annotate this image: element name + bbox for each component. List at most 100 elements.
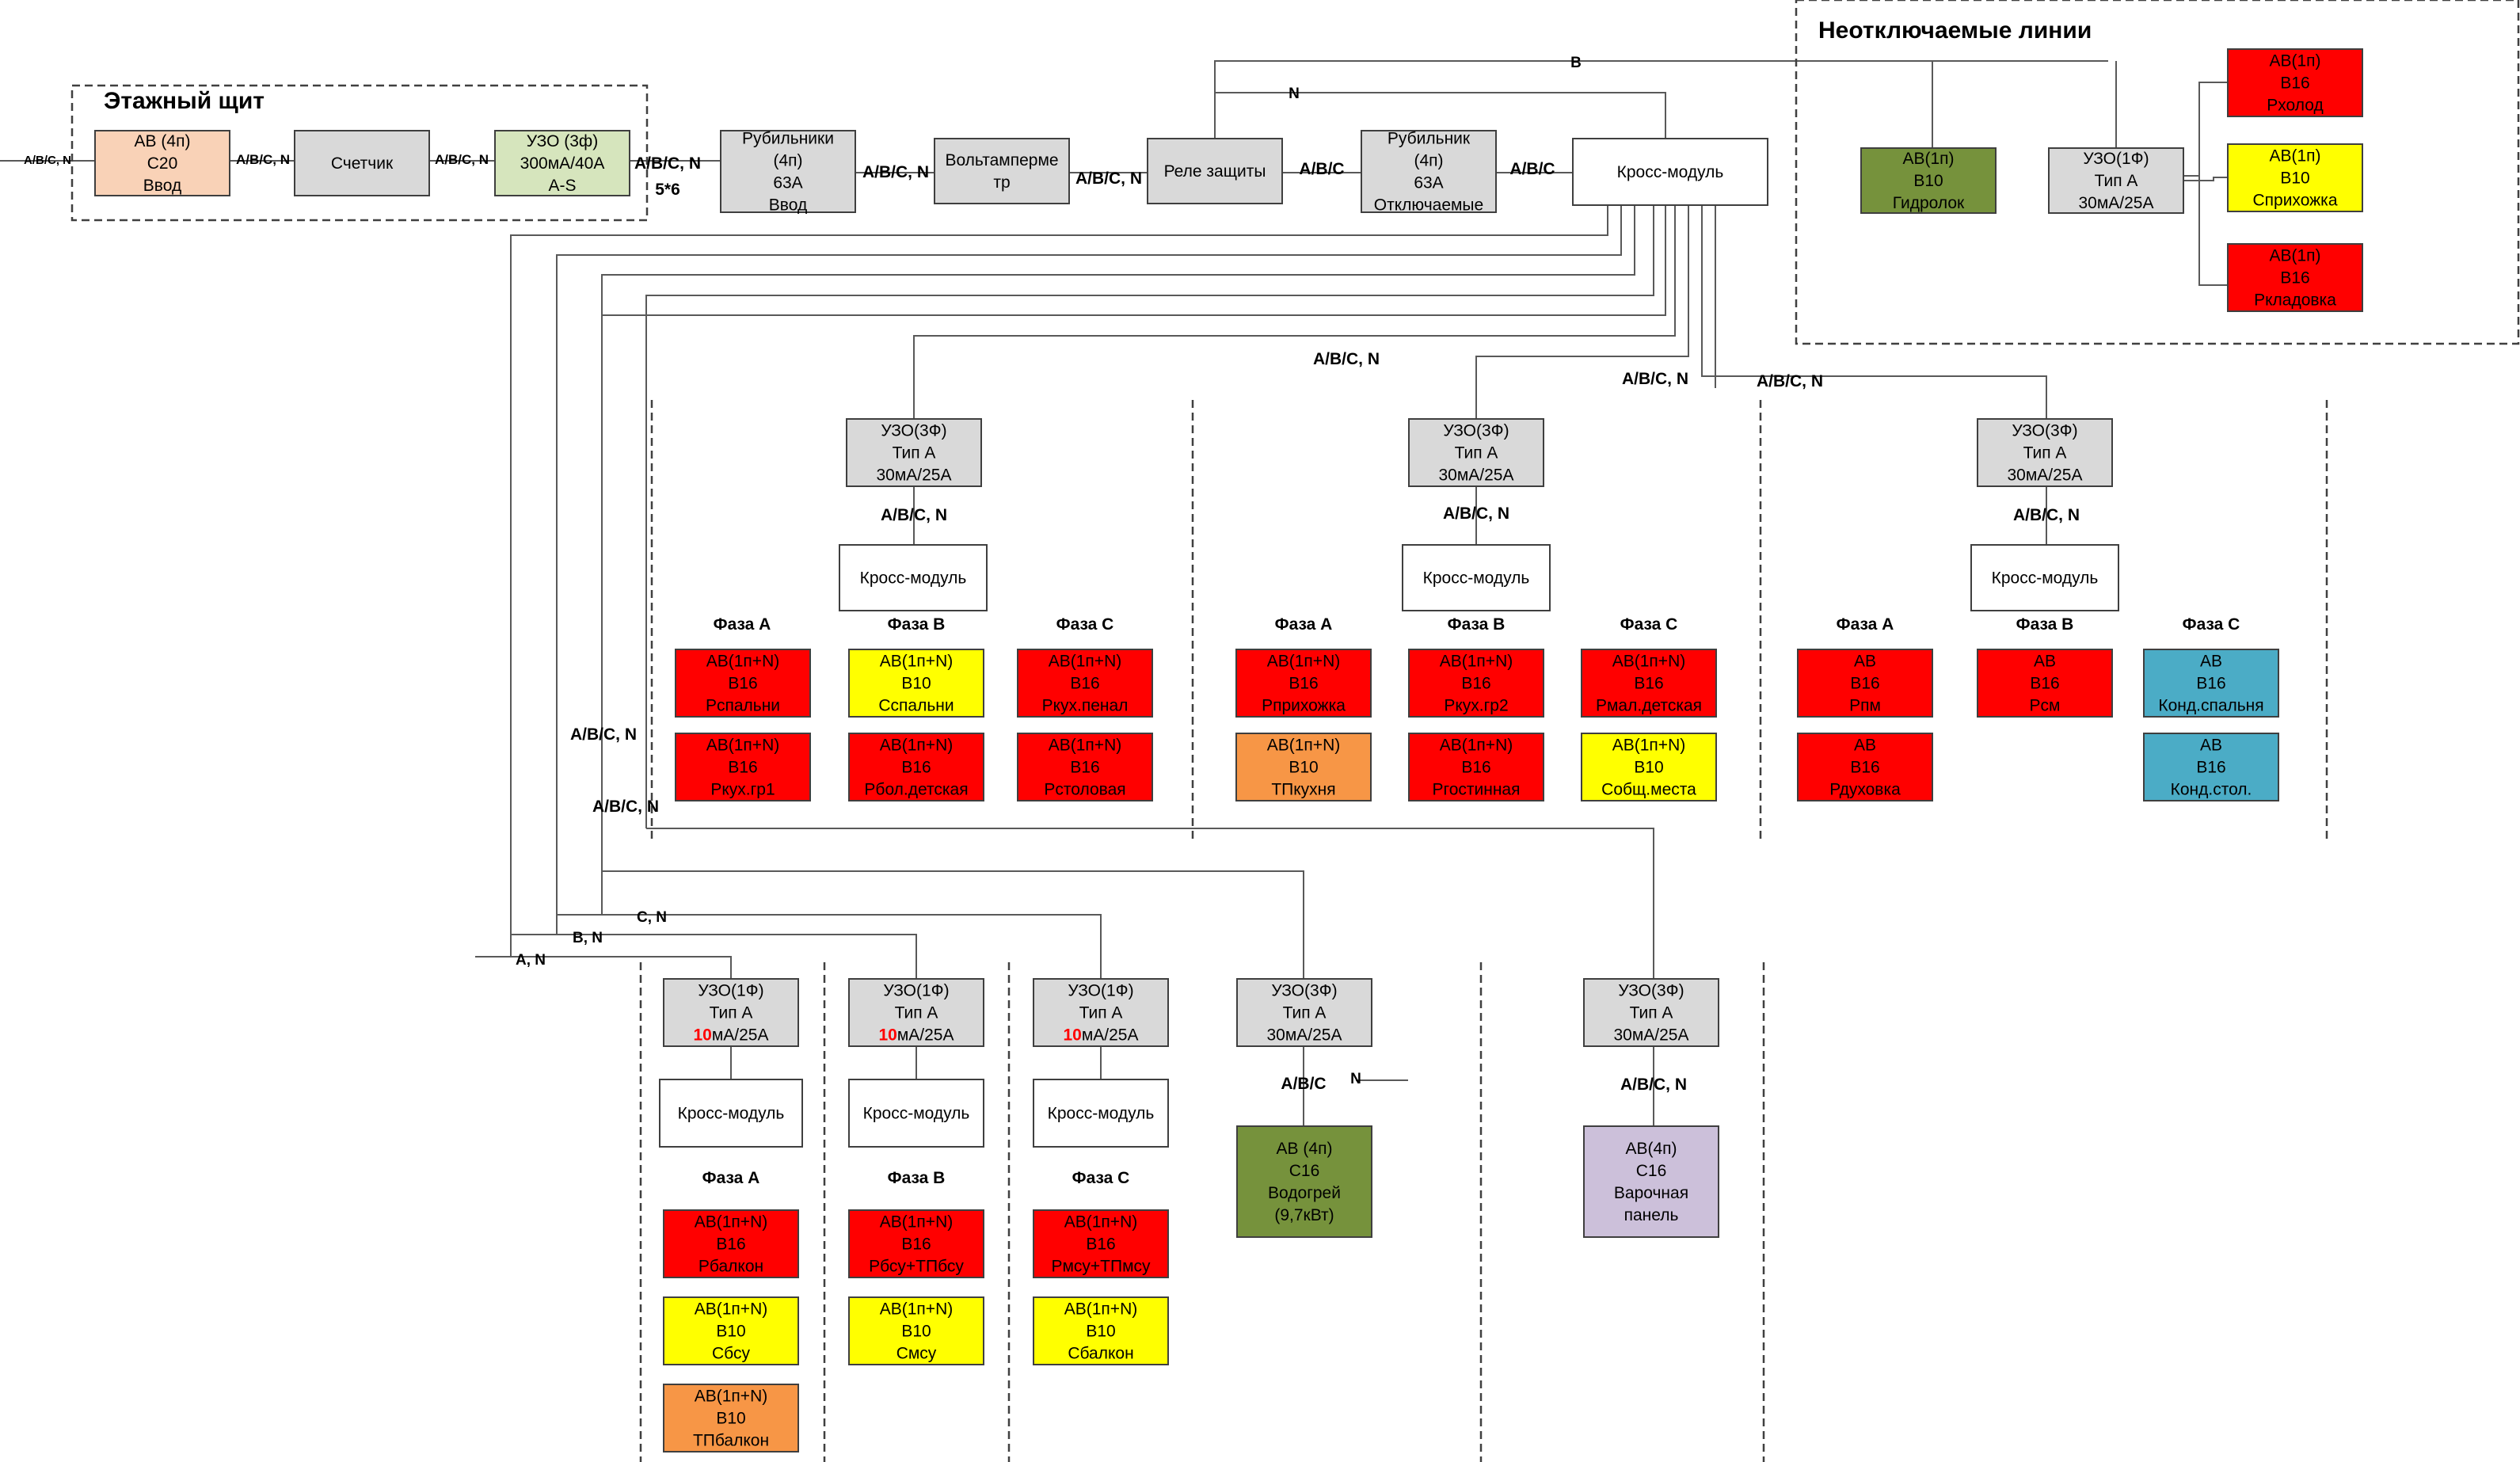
block-box [934,138,1070,204]
wire-label-g3-rcd-cross: A/B/C, N [2013,506,2080,524]
block-box [1017,649,1153,718]
block-label-line: ТПбалкон [693,1432,769,1450]
wire-label-g1-rcd-cross: A/B/C, N [881,506,947,524]
wire-8 [1214,60,1933,148]
block-box [1408,733,1544,801]
block-label-line: 30мА/25А [1438,466,1513,485]
block-label-line: В16 [716,1235,745,1254]
block-box [848,1079,984,1148]
block-label-line: АВ(1п+N) [880,1300,953,1319]
block-box [848,978,984,1047]
block-cross-msu: Кросс-модуль [1033,1079,1169,1148]
phase-header-a: Фаза А [1837,615,1894,634]
wire-label-bus-b: B [1570,55,1582,71]
block-meter: Счетчик [294,130,430,196]
block-label-line: АВ (4п) [135,132,191,150]
block-label-line: В16 [1070,759,1099,777]
block-label-line: В10 [1634,759,1663,777]
block-cross-g1: Кросс-модуль [839,544,988,611]
block-protection-relay: Реле защиты [1147,138,1283,204]
block-box [675,649,811,718]
block-label-line: 30мА/25А [1266,1026,1342,1045]
block-box [294,130,430,196]
block-label-line: Рприхожка [1262,697,1346,715]
block-label-line: 10мА/25А [878,1026,954,1045]
block-label-line: В16 [2030,675,2059,693]
wire-26 [557,914,1102,979]
block-box [663,1384,799,1452]
wire-16 [556,205,1622,935]
block-label-line: В10 [901,675,931,693]
block-label-line: В16 [2196,675,2225,693]
block-box [663,978,799,1047]
block-label-line: В10 [716,1323,745,1341]
block-label-line: тр [993,173,1010,192]
block-label-line: 30мА/25А [2007,466,2082,485]
block-label-line: АВ [1854,653,1876,671]
block-label-line: Тип А [1079,1004,1123,1022]
phase-header-b: Фаза В [888,615,946,634]
block-label-line: УЗО (3ф) [527,132,598,150]
block-label-line: В10 [2280,169,2309,188]
block-box [1581,649,1717,718]
wire-label-rcd-switch: A/B/C, N [634,154,701,173]
block-label-line: Кросс-модуль [1617,163,1724,181]
block-label-line: панель [1624,1206,1679,1224]
block-label-line: В10 [1913,172,1943,190]
block-label-line: АВ(1п+N) [706,653,779,671]
block-label-line: Рубильник [1388,130,1471,148]
block-label-line: В16 [2196,759,2225,777]
wire-label-wh-n: N [1350,1071,1361,1087]
phase-header-a: Фаза А [714,615,771,634]
wire-label-in: A/B/C, N [24,154,71,167]
block-label-line: АВ [1854,737,1876,755]
group-title-non_disconnect: Неотключаемые линии [1818,17,2092,44]
block-label-line: УЗО(1Ф) [1068,982,1133,1000]
block-label-line: В16 [1461,675,1490,693]
block-label-line: Рстоловая [1044,781,1125,799]
block-label-line: Отключаемые [1374,196,1483,215]
block-label-line: Кросс-модуль [863,1105,970,1123]
block-label-line: АВ(1п+N) [1612,653,1685,671]
block-label-line: В10 [1289,759,1318,777]
wire-label-volt-relay: A/B/C, N [1075,169,1142,188]
block-box [1033,1209,1169,1278]
block-label-line: Вольтамперме [945,151,1058,169]
block-label-line: Рмсу+ТПмсу [1051,1258,1151,1276]
wire-24 [646,828,1654,979]
block-box [1583,1125,1719,1238]
block-box [1408,418,1544,487]
block-label-line: В16 [1850,675,1879,693]
block-label-line: АВ(1п+N) [1440,737,1513,755]
value-rest: мА/25А [1082,1026,1139,1045]
wire-label-switch-volt: A/B/C, N [862,163,929,181]
block-box [2143,649,2279,718]
wire-21 [1475,205,1689,419]
block-box [663,1296,799,1365]
block-box [720,130,856,213]
block-label-line: АВ(1п) [1902,150,1954,168]
block-label-line: В16 [1086,1235,1115,1254]
phase-header-a: Фаза А [1275,615,1333,634]
highlight-value: 10 [1063,1026,1081,1045]
block-cross-g2: Кросс-модуль [1402,544,1551,611]
block-label-line: Тип А [1283,1004,1327,1022]
block-label-line: В16 [1289,675,1318,693]
block-label-line: Ввод [143,177,181,195]
